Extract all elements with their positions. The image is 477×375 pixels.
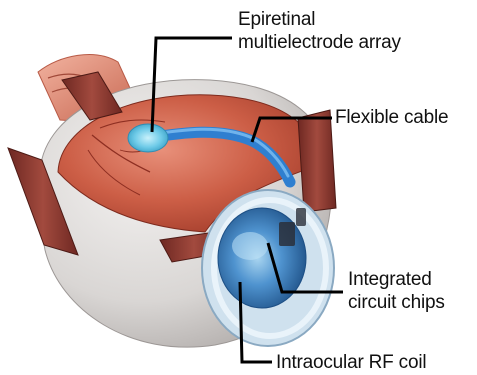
label-intraocular-rf-coil: Intraocular RF coil [276,351,426,374]
electrode-array-graphic [128,124,168,152]
label-flexible-cable-text: Flexible cable [335,106,448,129]
label-epiretinal-array-line2: multielectrode array [238,31,401,54]
label-chips-line1: Integrated [348,268,445,291]
label-chips-line2: circuit chips [348,291,445,314]
label-integrated-circuit-chips: Integrated circuit chips [348,268,445,314]
label-epiretinal-array: Epiretinal multielectrode array [238,8,401,54]
label-rf-coil-text: Intraocular RF coil [276,351,426,374]
label-epiretinal-array-line1: Epiretinal [238,8,401,31]
label-flexible-cable: Flexible cable [335,106,448,129]
